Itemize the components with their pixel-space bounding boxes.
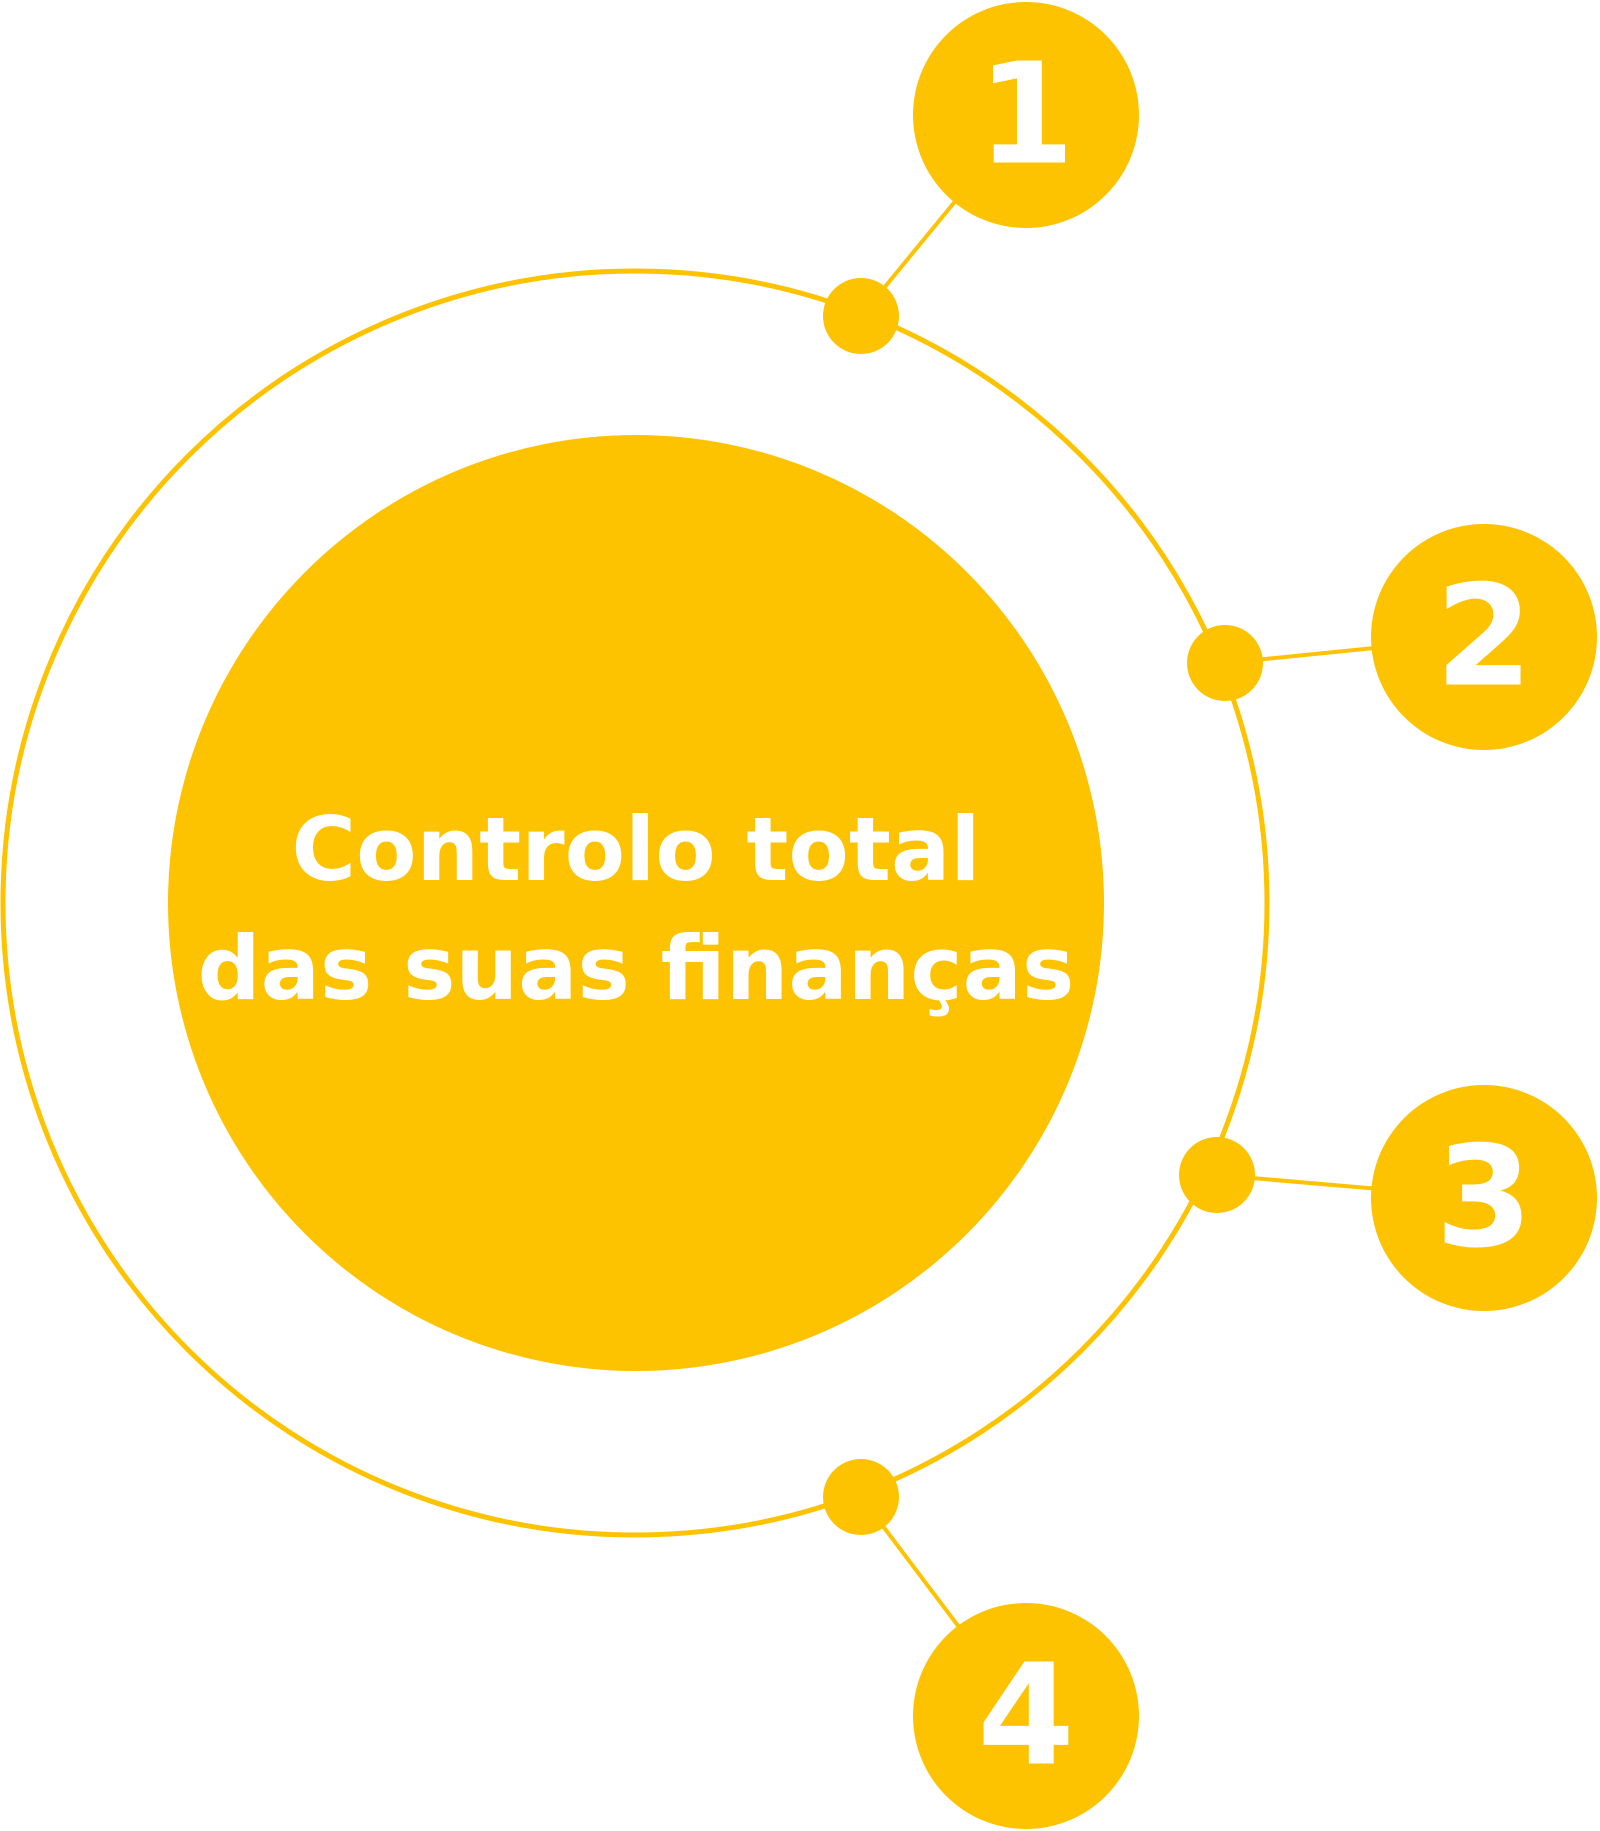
connector-dot-1 bbox=[823, 278, 899, 354]
step-number-3: 3 bbox=[1435, 1117, 1532, 1280]
step-node-3: 3 bbox=[1179, 1085, 1597, 1311]
connector-dot-4 bbox=[823, 1459, 899, 1535]
step-number-4: 4 bbox=[977, 1635, 1074, 1798]
step-number-1: 1 bbox=[977, 34, 1074, 197]
step-number-2: 2 bbox=[1435, 556, 1532, 719]
step-circle-2 bbox=[1371, 524, 1597, 750]
center-title-line2: das suas finanças bbox=[198, 917, 1075, 1020]
center-title-line1: Controlo total bbox=[291, 798, 980, 901]
connector-dot-2 bbox=[1187, 625, 1263, 701]
step-circle-4 bbox=[913, 1603, 1139, 1829]
center-circle bbox=[168, 435, 1104, 1371]
step-circle-1 bbox=[913, 2, 1139, 228]
step-circle-3 bbox=[1371, 1085, 1597, 1311]
step-node-2: 2 bbox=[1187, 524, 1597, 750]
step-node-1: 1 bbox=[823, 2, 1139, 354]
connector-dot-3 bbox=[1179, 1137, 1255, 1213]
outer-ring bbox=[0, 268, 1270, 1538]
step-node-4: 4 bbox=[823, 1459, 1139, 1829]
